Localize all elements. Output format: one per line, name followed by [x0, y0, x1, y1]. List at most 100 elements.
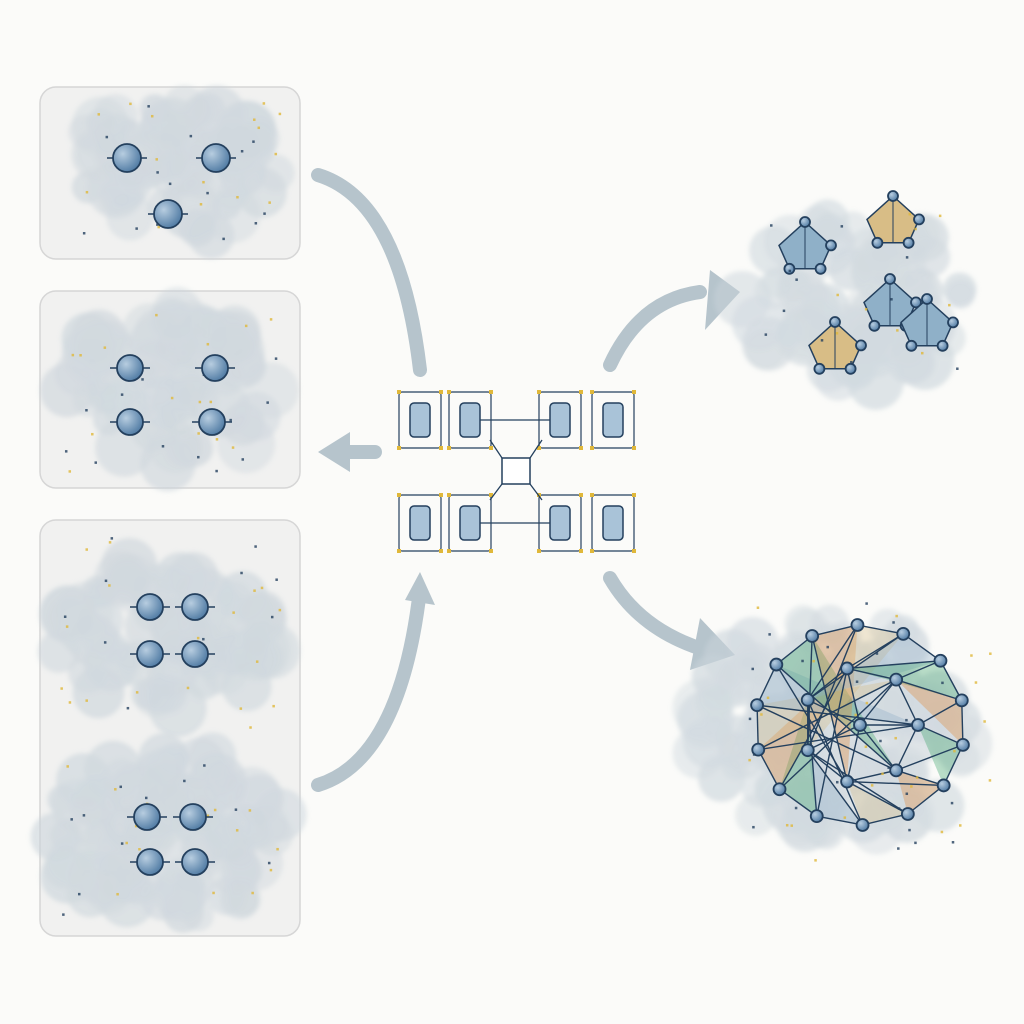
atom-node [913, 213, 925, 226]
speck [64, 450, 68, 453]
atom-node [850, 618, 865, 632]
speck [170, 396, 174, 400]
speck [161, 445, 165, 448]
speck [983, 720, 986, 723]
network-facet [896, 770, 944, 815]
speck [988, 779, 992, 782]
cloud-puff [723, 654, 769, 700]
network-edge [895, 679, 919, 726]
speck [215, 469, 218, 473]
speck [186, 686, 190, 690]
speck [104, 579, 108, 583]
speck [77, 892, 81, 896]
speck [875, 652, 879, 655]
chip-pin [632, 493, 636, 497]
cloud [68, 84, 295, 259]
speck [189, 134, 193, 138]
speck [881, 772, 884, 776]
speck [953, 749, 956, 753]
speck [85, 408, 88, 412]
cloud-puff [149, 420, 202, 474]
speck [752, 825, 755, 829]
chip-cell [459, 505, 481, 541]
speck [879, 739, 882, 743]
speck [196, 636, 200, 640]
speck [278, 112, 282, 116]
chip-pin [537, 446, 541, 450]
network-edge [807, 633, 904, 701]
network-edge [778, 668, 848, 790]
cloud-puff [138, 94, 168, 124]
network-edge [756, 704, 897, 771]
speck [840, 225, 844, 228]
speck [108, 584, 111, 587]
speck [908, 828, 911, 832]
speck [268, 201, 271, 204]
speck [905, 718, 908, 722]
speck [239, 707, 243, 710]
network-edge [862, 813, 909, 826]
atom-node [911, 718, 925, 732]
speck [82, 814, 86, 817]
cloud-puff [107, 562, 149, 604]
atom-node [201, 143, 231, 173]
speck [155, 313, 158, 317]
panel-3 [30, 519, 307, 937]
speck [248, 809, 252, 812]
atom-node [181, 593, 209, 621]
speck [97, 113, 101, 116]
speck [897, 807, 901, 810]
cloud-puff [777, 270, 828, 321]
speck [157, 225, 160, 229]
speck [970, 654, 973, 657]
speck [197, 455, 200, 459]
speck [213, 808, 217, 812]
speck [770, 224, 773, 227]
speck [254, 222, 258, 225]
chip-frame [591, 494, 635, 552]
atom-node [844, 362, 857, 375]
cloud-puff [227, 884, 259, 917]
speck [156, 223, 159, 226]
atom-node [868, 319, 881, 332]
chip-cell [602, 402, 624, 438]
network-edge [895, 769, 944, 787]
polyhedron [866, 190, 925, 249]
chip-frame [398, 494, 442, 552]
speck [843, 816, 847, 819]
central-switch [501, 457, 531, 485]
chip-pin [397, 549, 401, 553]
speck [940, 830, 944, 834]
chip-pin [590, 390, 594, 394]
speck [782, 309, 786, 313]
atom-node [910, 296, 922, 309]
speck [244, 324, 248, 328]
speck [71, 353, 75, 357]
speck [120, 393, 124, 396]
speck [70, 818, 73, 821]
network-edge [775, 664, 848, 782]
chip-pin [439, 493, 443, 497]
chip-pin [439, 390, 443, 394]
left-panels [30, 84, 307, 937]
chip-pin [590, 549, 594, 553]
cloud-puff [861, 787, 908, 834]
speck [68, 470, 72, 473]
speck [202, 637, 205, 641]
speck [252, 140, 255, 143]
atom-node [933, 653, 948, 668]
speck [266, 401, 269, 404]
speck [209, 400, 213, 404]
chip-pin [537, 390, 541, 394]
cloud-puff [192, 93, 226, 126]
arrow-head [405, 572, 435, 605]
speck [788, 269, 792, 273]
atom-node [800, 743, 815, 758]
atom-node [136, 593, 164, 621]
speck [231, 446, 235, 449]
speck [887, 766, 890, 769]
speck [855, 680, 859, 683]
speck [150, 114, 154, 118]
speck [854, 713, 857, 717]
chip-frame [398, 391, 442, 449]
